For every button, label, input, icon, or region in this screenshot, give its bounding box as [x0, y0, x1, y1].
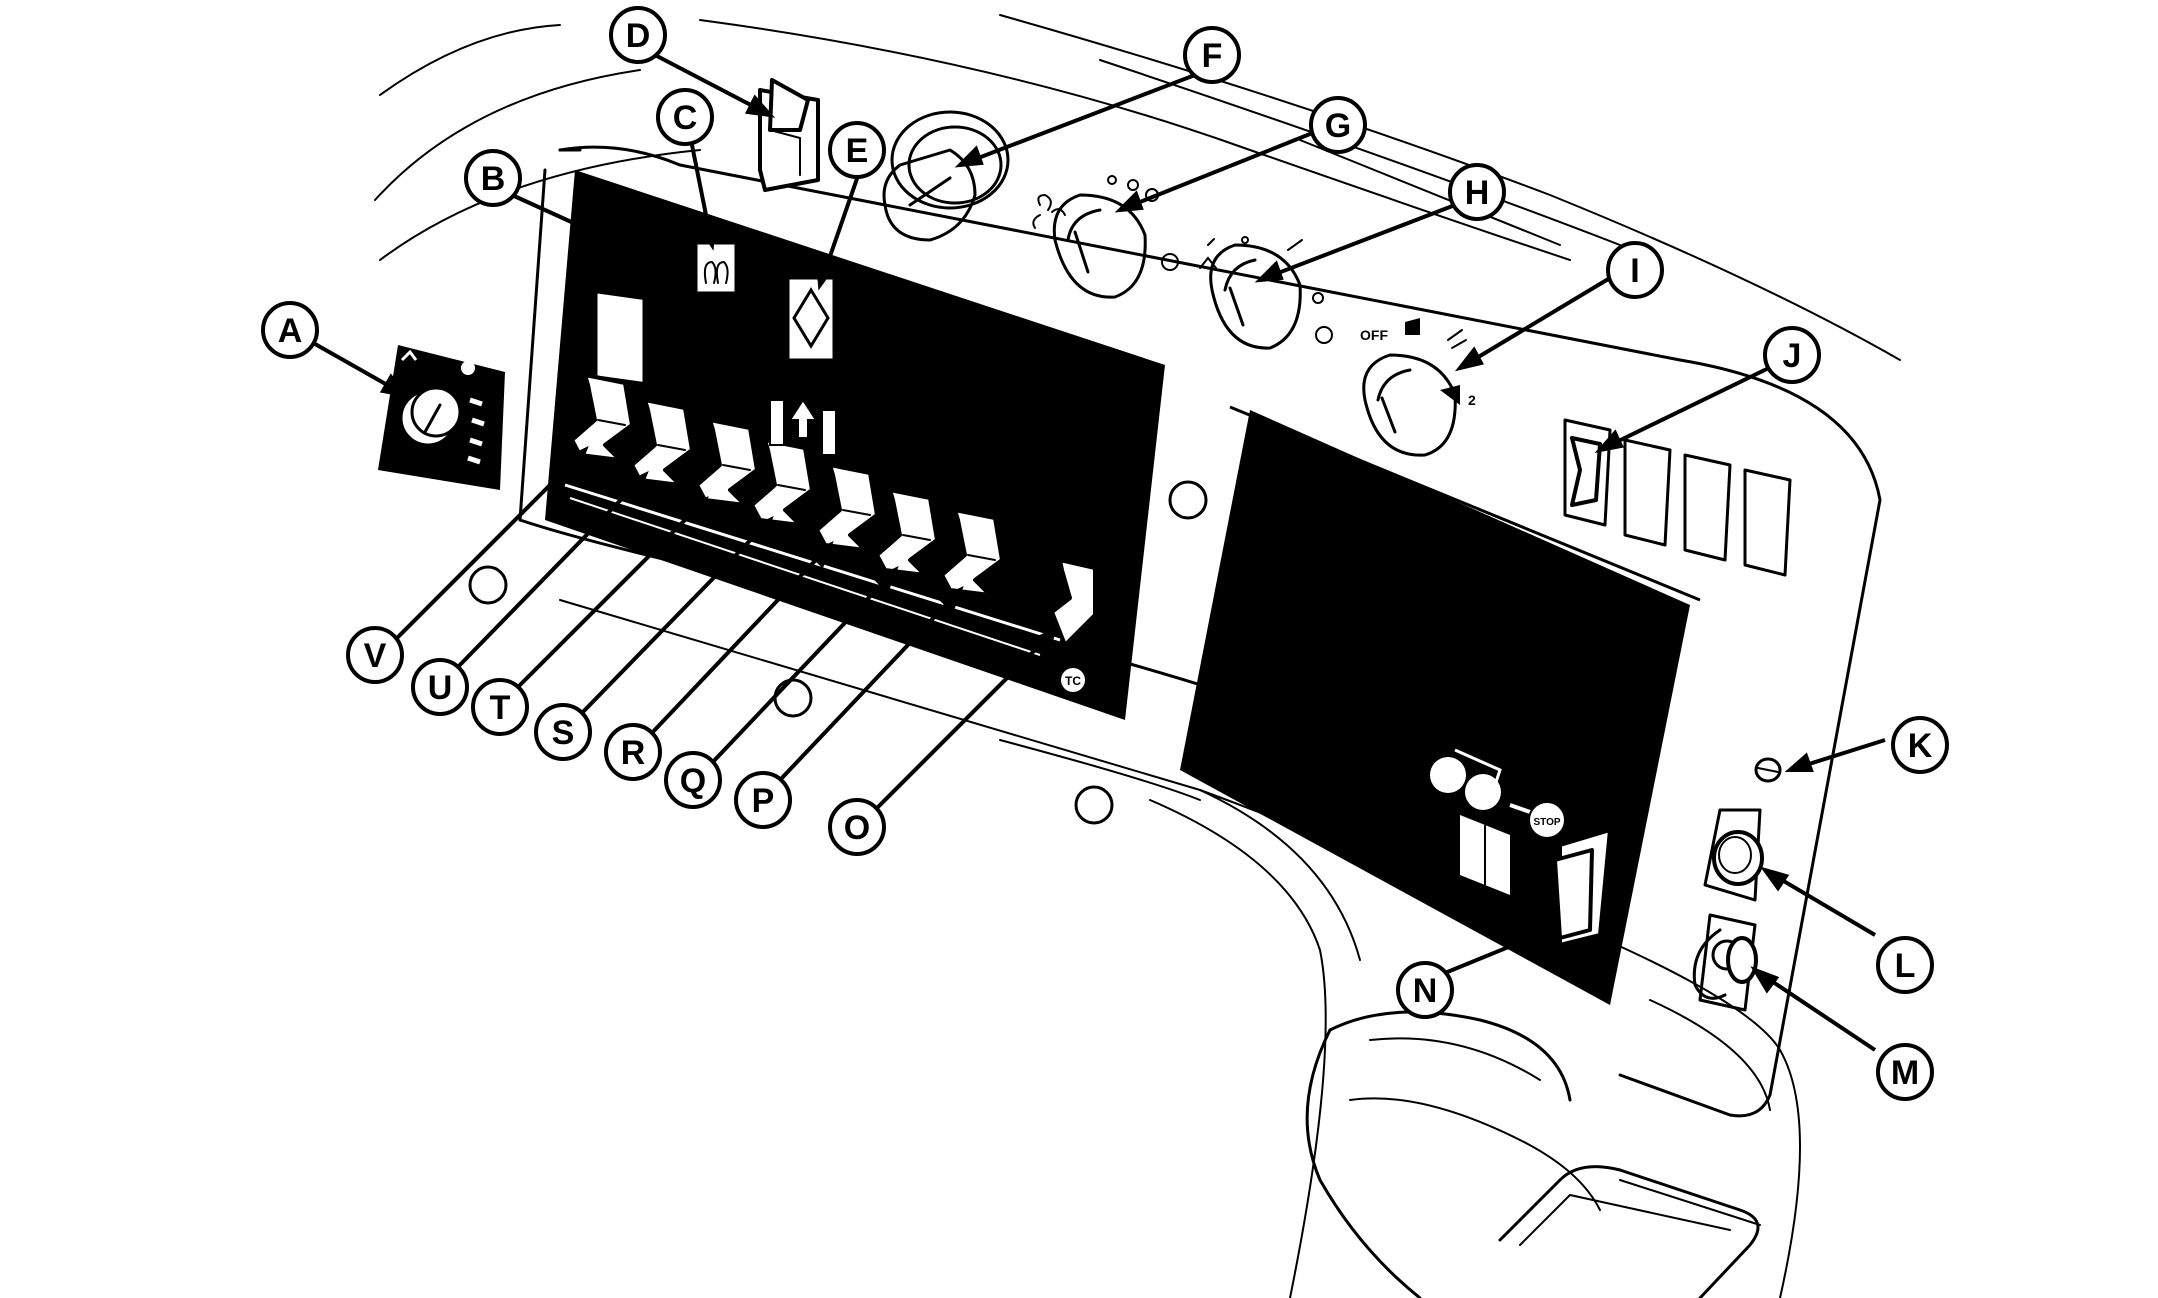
callout-v: V: [346, 626, 404, 684]
callout-g: G: [1309, 96, 1367, 154]
worklight-icon: [1440, 385, 1460, 405]
park-brake-icons: STOP: [1430, 748, 1566, 895]
svg-text:P: P: [752, 782, 775, 820]
callout-r: R: [604, 723, 662, 781]
selector-a-knob[interactable]: [399, 386, 462, 447]
callout-o: O: [828, 798, 886, 856]
right-display-panel: [1180, 405, 1701, 1005]
tc-mark: TC: [1061, 668, 1085, 692]
svg-text:U: U: [428, 669, 453, 707]
callout-p: P: [734, 771, 792, 829]
stop-sign-label: STOP: [1533, 817, 1560, 828]
park-brake-switch-n[interactable]: [1553, 828, 1612, 947]
rocker-switch-j[interactable]: [1570, 436, 1602, 507]
svg-text:Q: Q: [680, 762, 706, 800]
svg-text:D: D: [626, 17, 651, 55]
callout-n: N: [1396, 961, 1454, 1019]
callout-c: C: [656, 88, 714, 146]
fan-icon: [1032, 193, 1066, 229]
headlight-icon: [1405, 318, 1420, 335]
svg-text:O: O: [844, 809, 870, 847]
callout-s: S: [534, 703, 592, 761]
knob-l[interactable]: [1703, 808, 1764, 902]
rocker-switch-r[interactable]: [815, 463, 879, 552]
light-switch-knob-i[interactable]: [1362, 353, 1457, 457]
svg-text:F: F: [1202, 37, 1223, 75]
indicator-b-hazard-light: [594, 290, 646, 386]
callout-u: U: [411, 658, 469, 716]
temperature-knob-h[interactable]: [1209, 243, 1302, 350]
rocker-switch-s[interactable]: [750, 438, 814, 527]
callout-q: Q: [664, 751, 722, 809]
svg-text:I: I: [1630, 252, 1639, 290]
callout-h: H: [1448, 163, 1506, 221]
light-position-2-label: 2: [1468, 392, 1476, 408]
fitting-k: [1754, 757, 1782, 783]
power-outlet-m[interactable]: [1692, 913, 1758, 1012]
svg-text:E: E: [846, 132, 869, 170]
ignition-knob-f[interactable]: [882, 110, 1010, 242]
rocker-switch-o[interactable]: [1050, 558, 1097, 647]
left-control-panel: TC: [545, 148, 1165, 720]
rocker-switch-p[interactable]: [940, 508, 1004, 597]
svg-text:M: M: [1891, 1054, 1919, 1092]
fan-speed-knob-g[interactable]: [1052, 193, 1147, 299]
leader-lines: [307, 53, 1886, 1052]
svg-text:L: L: [1895, 947, 1916, 985]
callout-a: A: [261, 301, 319, 359]
svg-text:T: T: [490, 689, 511, 727]
callout-d: D: [609, 6, 667, 64]
svg-text:H: H: [1465, 174, 1490, 212]
callout-i: I: [1606, 241, 1664, 299]
callout-j: J: [1763, 326, 1821, 384]
off-label: OFF: [1360, 327, 1388, 343]
svg-text:B: B: [481, 160, 506, 198]
rocker-switch-v[interactable]: [570, 373, 634, 462]
svg-text:N: N: [1413, 972, 1438, 1010]
svg-text:J: J: [1783, 337, 1802, 375]
svg-text:R: R: [621, 734, 646, 772]
rocker-switch-u[interactable]: [630, 398, 694, 487]
callout-k: K: [1891, 716, 1949, 774]
svg-text:G: G: [1325, 107, 1351, 145]
callout-e: E: [828, 121, 886, 179]
callout-f: F: [1183, 26, 1241, 84]
rocker-switch-q[interactable]: [875, 488, 939, 577]
callout-b: B: [464, 149, 522, 207]
svg-text:C: C: [673, 99, 698, 137]
callout-m: M: [1876, 1043, 1934, 1101]
selector-a-panel: [378, 345, 505, 490]
svg-text:V: V: [364, 637, 387, 675]
callout-t: T: [471, 678, 529, 736]
svg-text:TC: TC: [1065, 674, 1081, 688]
svg-text:A: A: [278, 312, 303, 350]
callout-l: L: [1876, 936, 1934, 994]
hitch-icon: [769, 398, 837, 456]
rocker-switch-d[interactable]: [758, 78, 820, 192]
switch-bank-j: [1563, 418, 1792, 577]
svg-text:K: K: [1908, 727, 1933, 765]
rocker-switch-t[interactable]: [695, 418, 759, 507]
svg-text:S: S: [552, 714, 575, 752]
